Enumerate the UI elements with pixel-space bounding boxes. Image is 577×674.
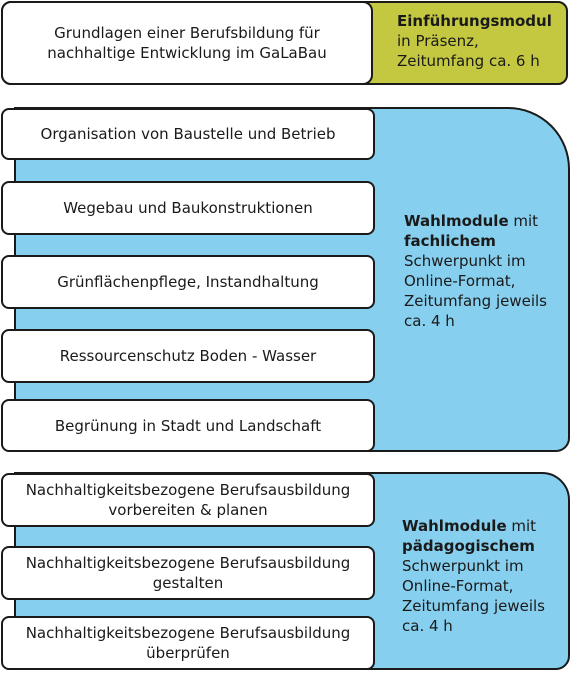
technical-module-5: Begrünung in Stadt und Landschaft xyxy=(1,399,375,452)
pedagogical-module-text: Nachhaltigkeitsbezogene Berufsausbildung… xyxy=(25,624,351,662)
pedagogical-label-bold-1: Wahlmodule xyxy=(402,517,507,535)
technical-module-text: Begrünung in Stadt und Landschaft xyxy=(54,416,322,435)
technical-module-text: Ressourcenschutz Boden - Wasser xyxy=(59,347,317,365)
pedagogical-module-1: Nachhaltigkeitsbezogene Berufsausbildung… xyxy=(1,473,375,527)
technical-label-mid: mit xyxy=(513,212,539,230)
pedagogical-module-3: Nachhaltigkeitsbezogene Berufsausbildung… xyxy=(1,616,375,670)
pedagogical-module-text: Nachhaltigkeitsbezogene Berufsausbildung… xyxy=(25,481,351,519)
technical-label-bold-2: fachlichem xyxy=(404,232,496,250)
intro-module-text: Grundlagen einer Berufsbildung für nachh… xyxy=(47,24,327,62)
technical-module-2: Wegebau und Baukonstruktionen xyxy=(1,181,375,235)
intro-label: Einführungsmodul in Präsenz, Zeitumfang … xyxy=(397,11,567,71)
technical-label: Wahlmodule mit fachlichem Schwerpunkt im… xyxy=(404,211,564,331)
pedagogical-label-rest: Schwerpunkt im Online-Format, Zeitumfang… xyxy=(402,557,545,635)
pedagogical-label: Wahlmodule mit pädagogischem Schwerpunkt… xyxy=(402,516,564,636)
pedagogical-label-bold-2: pädagogischem xyxy=(402,537,535,555)
pedagogical-module-text: Nachhaltigkeitsbezogene Berufsausbildung… xyxy=(25,554,351,592)
technical-module-3: Grünflächenpflege, Instandhaltung xyxy=(1,255,375,309)
technical-module-text: Grünflächenpflege, Instandhaltung xyxy=(57,273,319,291)
technical-module-text: Organisation von Baustelle und Betrieb xyxy=(40,125,336,143)
intro-label-rest: in Präsenz, Zeitumfang ca. 6 h xyxy=(397,32,540,70)
technical-label-rest: Schwerpunkt im Online-Format, Zeitumfang… xyxy=(404,252,547,330)
technical-module-text: Wegebau und Baukonstruktionen xyxy=(63,199,313,217)
pedagogical-label-mid: mit xyxy=(511,517,537,535)
pedagogical-module-2: Nachhaltigkeitsbezogene Berufsausbildung… xyxy=(1,546,375,600)
technical-module-4: Ressourcenschutz Boden - Wasser xyxy=(1,329,375,383)
intro-module-box: Grundlagen einer Berufsbildung für nachh… xyxy=(1,1,373,85)
technical-label-bold-1: Wahlmodule xyxy=(404,212,509,230)
technical-module-1: Organisation von Baustelle und Betrieb xyxy=(1,108,375,160)
intro-label-bold: Einführungsmodul xyxy=(397,12,552,30)
